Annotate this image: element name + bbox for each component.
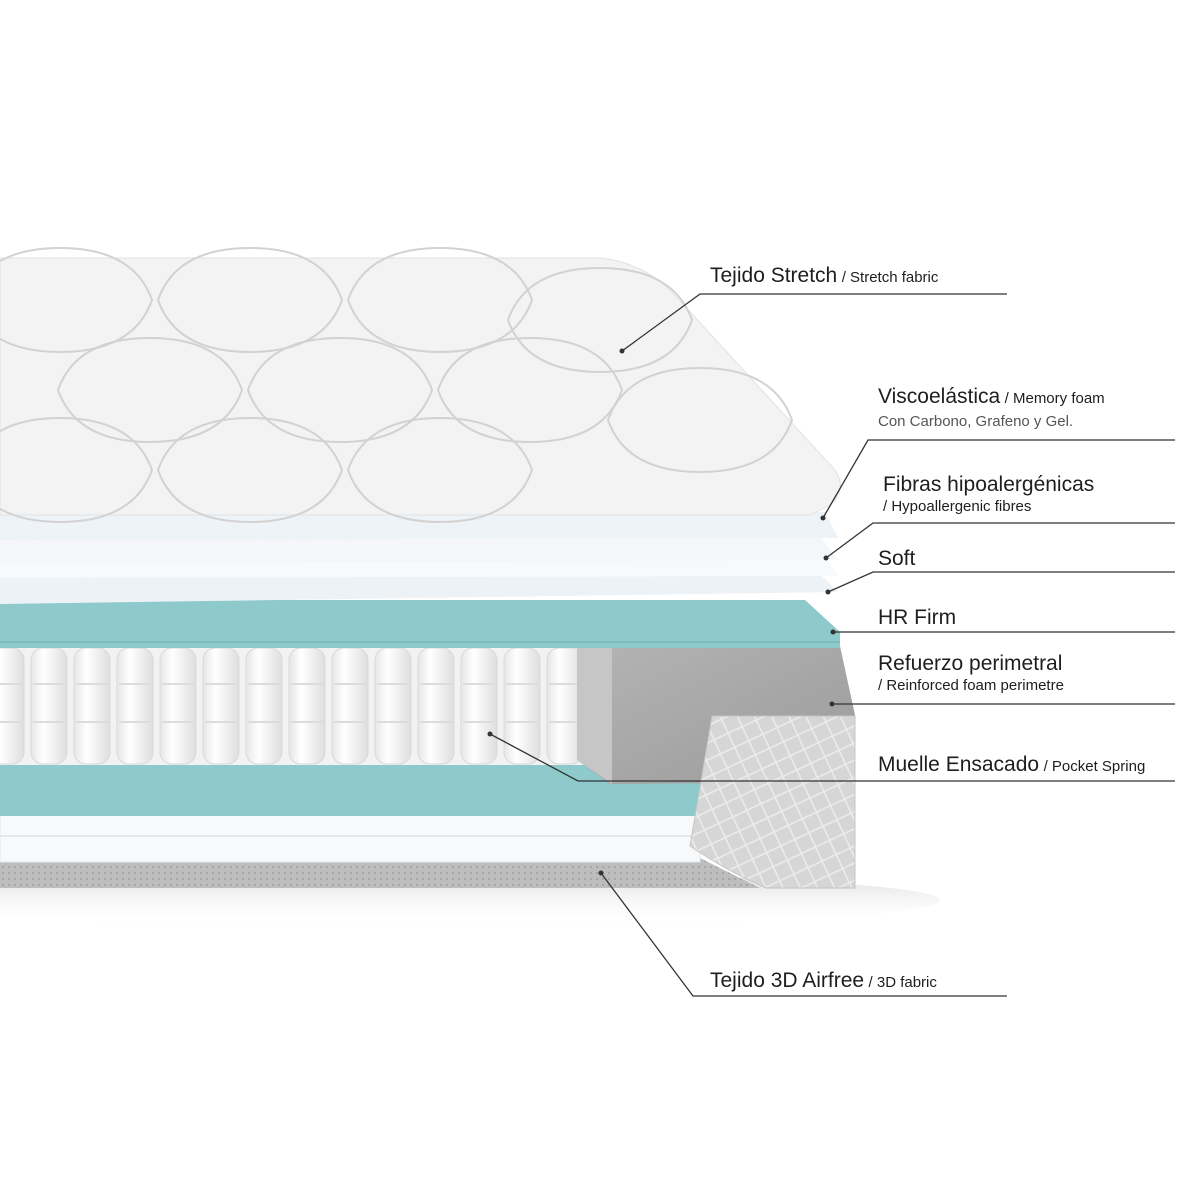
layer-quilted-top (0, 257, 841, 516)
quilt-cell (346, 246, 534, 354)
label-soft-main: Soft (878, 547, 916, 570)
quilt-cell (606, 366, 794, 474)
label-airfree: Tejido 3D Airfree / 3D fabric (710, 970, 937, 991)
leader-muelle (489, 733, 1175, 782)
spring-coil (417, 647, 455, 765)
layer-hr-firm (0, 600, 840, 648)
label-stretch-main: Tejido Stretch (710, 264, 838, 287)
layer-memory-foam (0, 512, 838, 540)
quilt-cell (56, 336, 244, 444)
gray-foam-face (577, 642, 612, 784)
spring-coil (202, 647, 240, 765)
spring-coil (159, 647, 197, 765)
spring-coil (460, 647, 498, 765)
quilt-cell (246, 336, 434, 444)
label-memory-main: Viscoelástica (878, 385, 1001, 408)
leader-dots (487, 348, 836, 876)
leader-memory (822, 439, 1175, 519)
quilt-cell (156, 246, 344, 354)
label-fibres-main: Fibras hipoalergénicas (883, 473, 1095, 496)
layer-soft-top (0, 560, 838, 578)
pocket-spring-coils (0, 647, 584, 765)
label-muelle-main: Muelle Ensacado (878, 753, 1040, 776)
label-airfree-main: Tejido 3D Airfree (710, 969, 865, 992)
leader-soft (827, 571, 1175, 593)
label-airfree-sub: / 3D fabric (868, 974, 937, 991)
label-memory: Viscoelástica / Memory foam (878, 386, 1105, 407)
quilt-cell (0, 416, 154, 524)
spring-coil (503, 647, 541, 765)
spring-coil (374, 647, 412, 765)
quilt-cell (436, 336, 624, 444)
spring-coil (73, 647, 111, 765)
quilt-pattern (0, 246, 794, 524)
label-stretch: Tejido Stretch / Stretch fabric (710, 265, 938, 286)
layer-fibres (0, 536, 838, 564)
label-muelle: Muelle Ensacado / Pocket Spring (878, 754, 1145, 775)
label-memory-sub: / Memory foam (1004, 390, 1105, 407)
side-fabric-corner (689, 715, 856, 889)
spring-coil (30, 647, 68, 765)
leader-fibres (825, 522, 1175, 559)
quilt-cell (156, 416, 344, 524)
layer-soft (0, 574, 838, 604)
label-fibres-sub: / Hypoallergenic fibres (883, 498, 1032, 515)
layer-3d-fabric (0, 858, 760, 888)
label-memory-note: Con Carbono, Grafeno y Gel. (878, 413, 1074, 430)
quilt-cell (0, 246, 154, 354)
layer-lower-hr-firm (0, 762, 700, 816)
spring-coil (245, 647, 283, 765)
leader-lines (489, 293, 1175, 997)
label-refuerzo-main: Refuerzo perimetral (878, 652, 1063, 675)
quilt-cell (346, 416, 534, 524)
label-stretch-sub: / Stretch fabric (841, 269, 939, 286)
label-refuerzo-sub: / Reinforced foam perimetre (878, 677, 1064, 694)
spring-coil (331, 647, 369, 765)
spring-coil (0, 647, 25, 765)
quilt-cell (506, 266, 694, 374)
leader-airfree (600, 872, 1007, 997)
spring-coil (116, 647, 154, 765)
label-hrfirm-main: HR Firm (878, 606, 957, 629)
label-muelle-sub: / Pocket Spring (1043, 758, 1146, 775)
spring-coil (288, 647, 326, 765)
leader-stretch (621, 293, 1007, 352)
